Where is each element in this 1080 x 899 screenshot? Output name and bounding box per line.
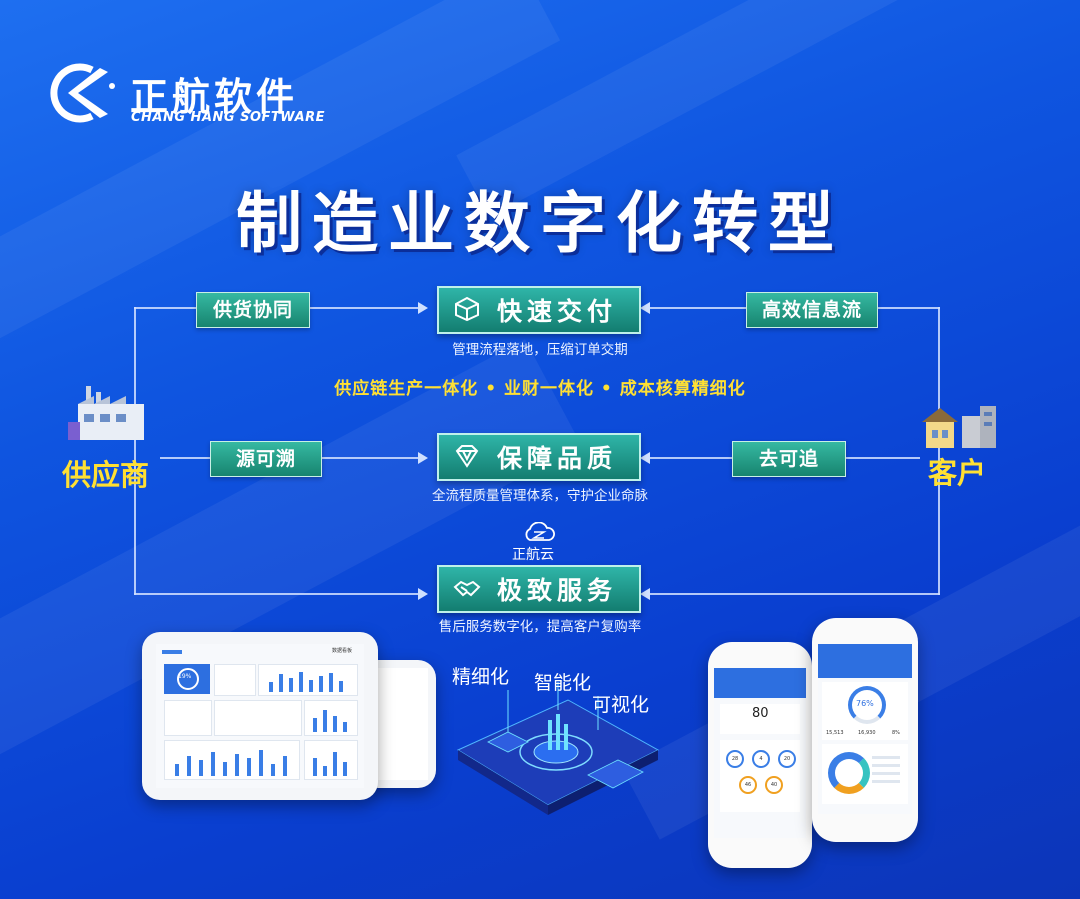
phone-right-screen: 76% 15,513 16,930 8% — [818, 644, 912, 814]
arrow-right-icon — [418, 588, 428, 600]
brand-name-en: CHANG HANG SOFTWARE — [131, 110, 326, 125]
keyword-visual: 可视化 — [592, 694, 650, 716]
cloud-icon — [525, 522, 555, 541]
arrow-left-icon — [640, 588, 650, 600]
flow-line-right-vertical — [938, 307, 940, 595]
mini-chart — [258, 664, 358, 696]
mini-chart — [164, 700, 212, 736]
pillar-quality-assurance: 保障品质 — [437, 433, 641, 481]
tablet-header-right: 数据看板 — [332, 648, 353, 654]
ring-stat: 20 — [778, 750, 796, 768]
isometric-data-platform-icon — [456, 682, 660, 815]
changhang-logo-icon — [50, 63, 115, 123]
buildings-icon — [922, 406, 996, 448]
pillar-desc-fast-delivery: 管理流程落地，压缩订单交期 — [452, 342, 628, 358]
phone-right: 76% 15,513 16,930 8% — [812, 618, 918, 842]
kpi-value: 19% — [178, 673, 192, 680]
pillar-label: 保障品质 — [497, 444, 618, 473]
ring-stat: 28 — [726, 750, 744, 768]
mini-chart — [214, 664, 256, 696]
flow-line-left-vertical — [134, 307, 136, 595]
mini-chart — [164, 740, 300, 780]
node-customer: 客户 — [928, 456, 987, 490]
arrow-right-icon — [418, 302, 428, 314]
pillar-label: 极致服务 — [497, 576, 618, 605]
gauge-ring — [848, 686, 886, 724]
phone-right-gauge: 76% — [856, 699, 874, 708]
pillar-label: 快速交付 — [497, 297, 618, 326]
pillar-ultimate-service: 极致服务 — [437, 565, 641, 613]
cloud-label: 正航云 — [512, 547, 554, 563]
donut-chart — [828, 752, 870, 794]
cube-icon — [455, 296, 479, 322]
arrow-right-icon — [418, 452, 428, 464]
tag-efficient-info-flow: 高效信息流 — [746, 292, 878, 328]
pillar-desc-service: 售后服务数字化，提高客户复购率 — [438, 619, 642, 635]
tag-traceable-source: 源可溯 — [210, 441, 322, 477]
tag-traceable-destination: 去可追 — [732, 441, 846, 477]
tablet-dashboard: 数据看板 19% — [142, 632, 378, 800]
brand-name-cn: 正航软件 — [130, 75, 299, 119]
keyword-intelligent: 智能化 — [534, 672, 592, 694]
ring-stat: 40 — [765, 776, 783, 794]
flow-line-bottom-left — [134, 593, 420, 595]
diamond-icon — [455, 445, 479, 468]
arrow-left-icon — [640, 302, 650, 314]
stat-a: 15,513 — [826, 730, 844, 736]
stat-c: 8% — [892, 730, 900, 736]
factory-icon — [68, 386, 144, 440]
flow-line-bottom-right — [650, 593, 940, 595]
kpi-card: 19% — [164, 664, 210, 694]
mini-chart — [304, 740, 358, 780]
arrow-left-icon — [640, 452, 650, 464]
handshake-icon — [453, 580, 481, 597]
ring-stat: 46 — [739, 776, 757, 794]
phone-left-kpi: 80 — [752, 706, 769, 721]
mini-chart — [304, 700, 358, 736]
ring-stat: 4 — [752, 750, 770, 768]
pillar-fast-delivery: 快速交付 — [437, 286, 641, 334]
keyword-refined: 精细化 — [452, 666, 510, 688]
page-title: 制造业数字化转型 — [236, 184, 844, 262]
phone-left-screen: 80 28 4 20 46 40 — [714, 668, 806, 838]
tablet-screen: 数据看板 19% — [156, 644, 364, 788]
mini-chart — [214, 700, 302, 736]
pillar-desc-quality: 全流程质量管理体系，守护企业命脉 — [432, 488, 648, 504]
stat-b: 16,930 — [858, 730, 876, 736]
node-supplier: 供应商 — [62, 458, 150, 492]
tag-supply-collaboration: 供货协同 — [196, 292, 310, 328]
integration-line: 供应链生产一体化 • 业财一体化 • 成本核算精细化 — [334, 379, 746, 399]
phone-left: 80 28 4 20 46 40 — [708, 642, 812, 868]
